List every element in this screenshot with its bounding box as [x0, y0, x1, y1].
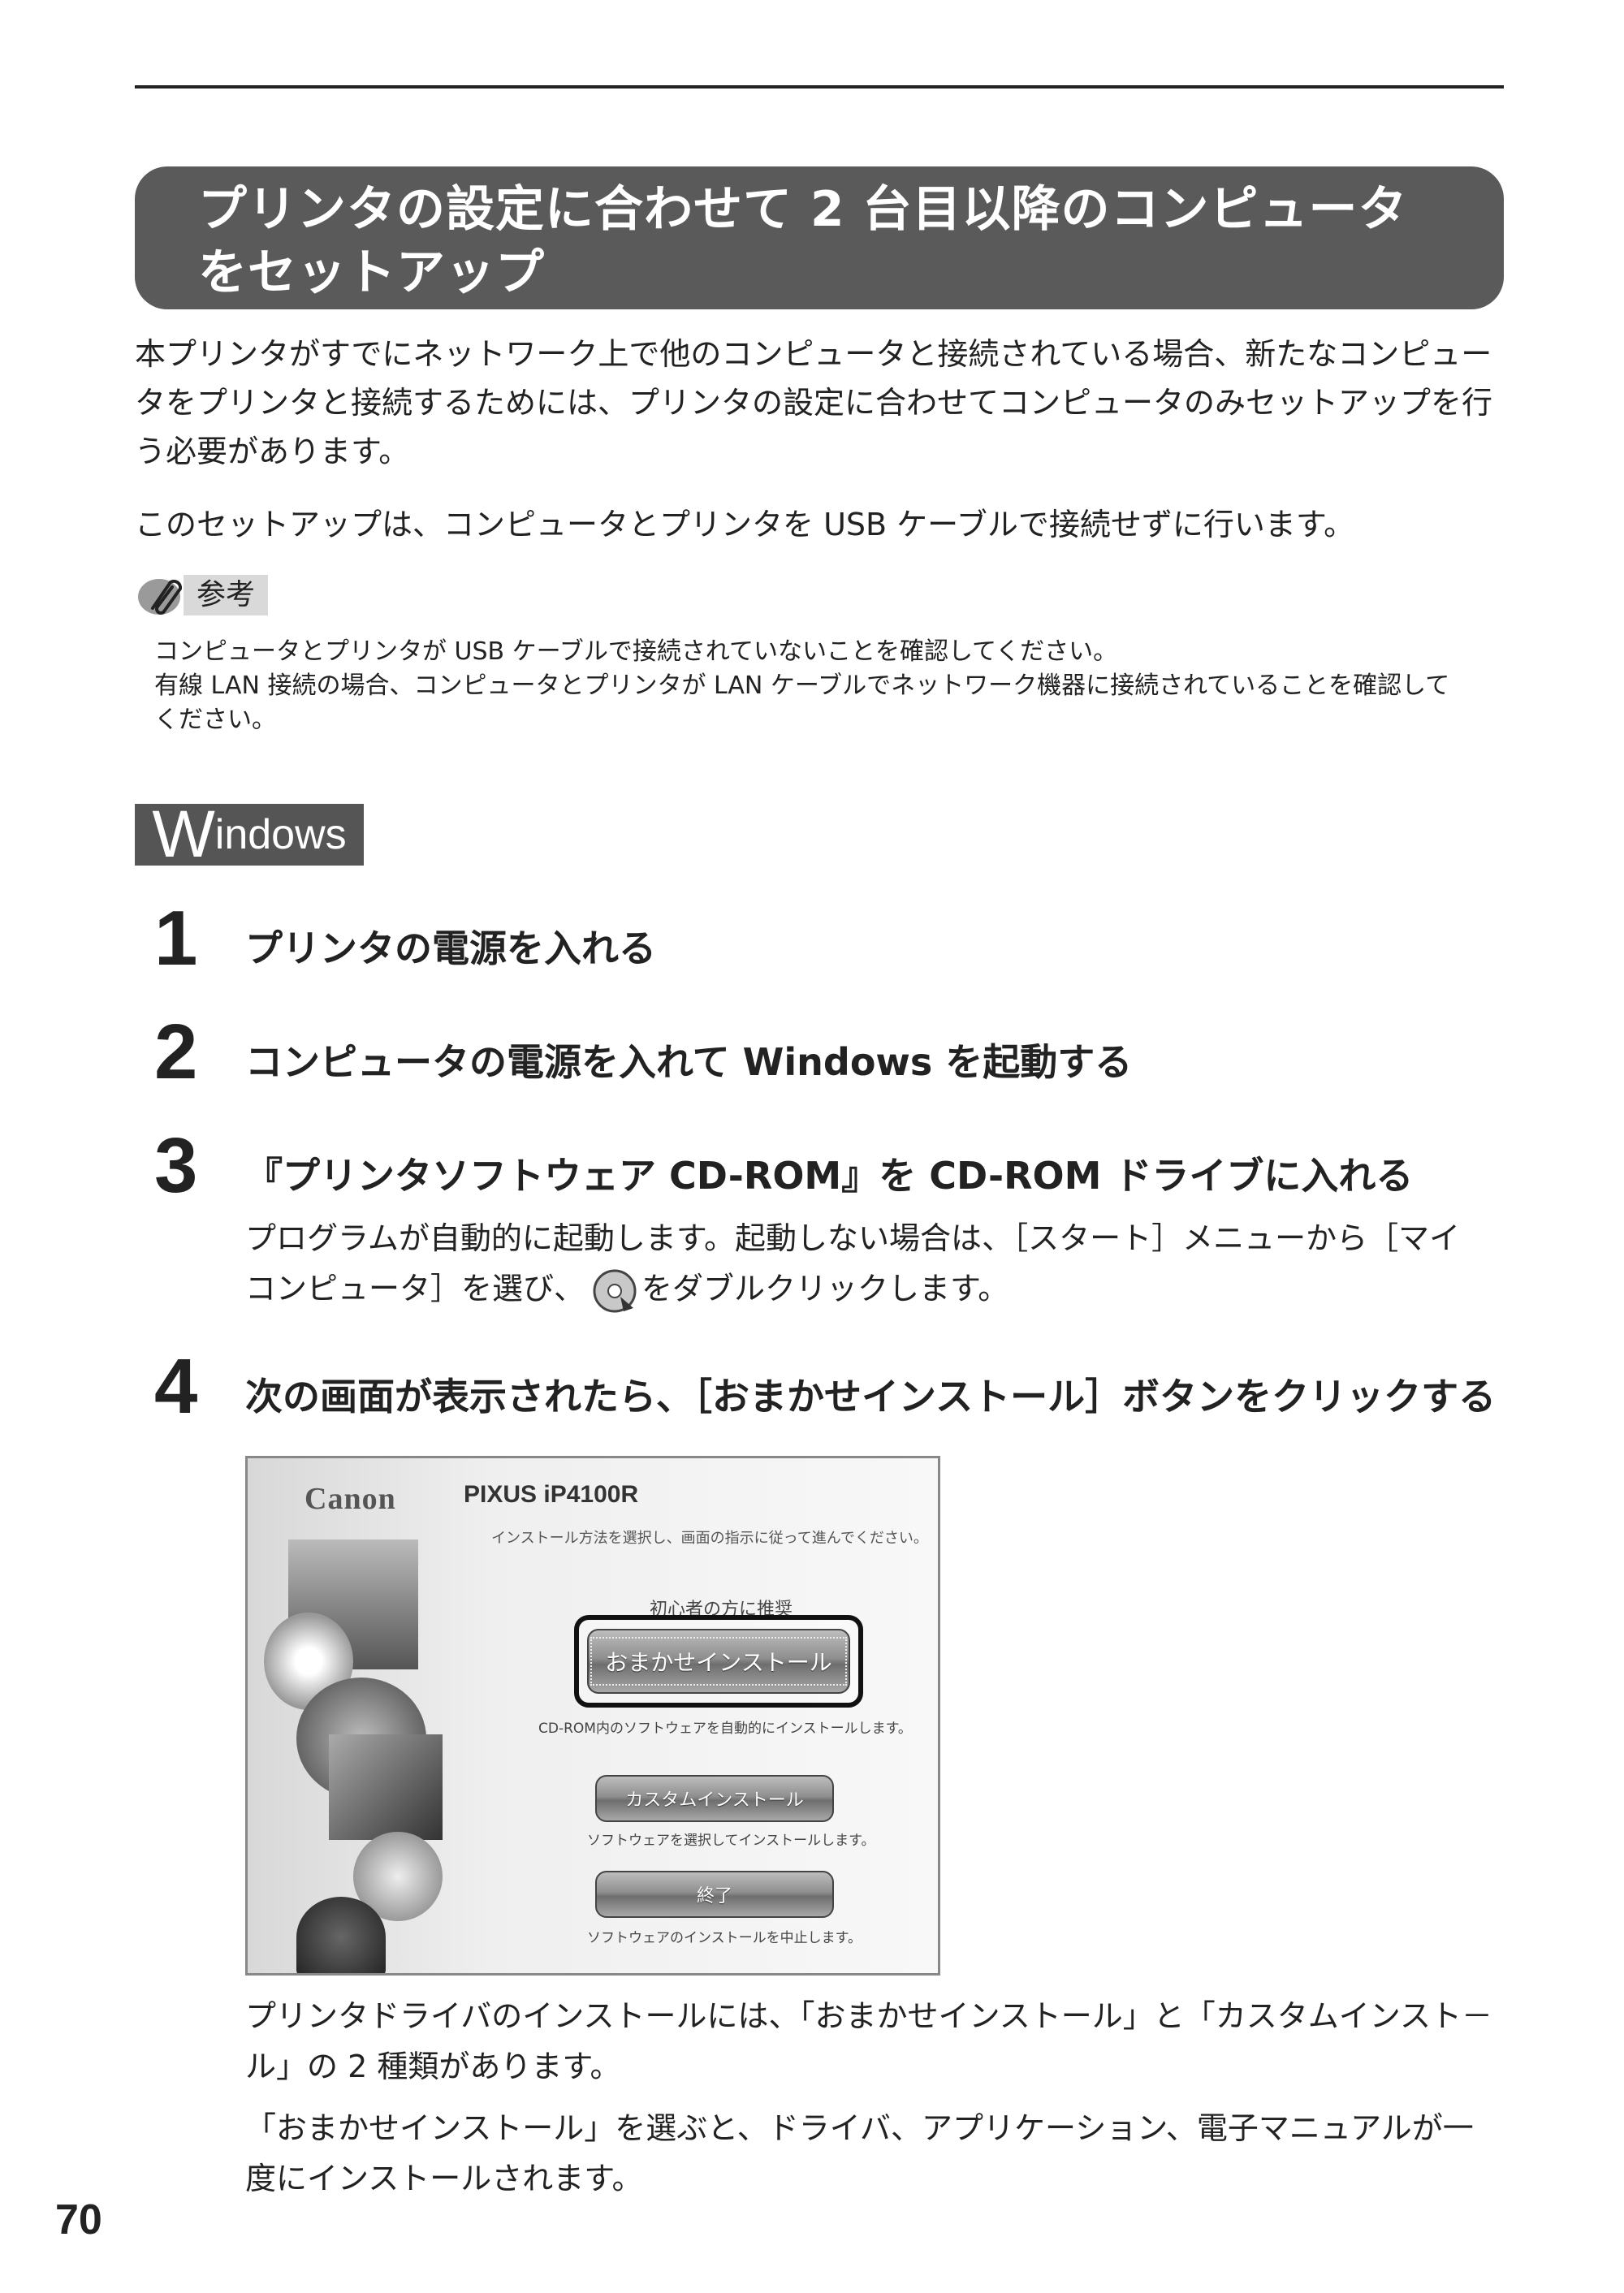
easy-install-label: おまかせインストール [590, 1637, 847, 1686]
windows-badge-rest: indows [214, 811, 347, 858]
note-label-text: 参考 [184, 575, 269, 615]
note-line-3: ください。 [154, 706, 276, 734]
top-rule [135, 85, 1504, 89]
after-paragraph-2: 「おまかせインストール」を選ぶと、ドライバ、アプリケーション、電子マニュアルが一… [245, 2103, 1512, 2204]
note-line-1: コンピュータとプリンタが USB ケーブルで接続されていないことを確認してくださ… [154, 637, 1118, 666]
section-title-line-2: をセットアップ [198, 244, 545, 301]
custom-install-description: ソフトウェアを選択してインストールします。 [587, 1833, 875, 1849]
page-number: 70 [55, 2196, 102, 2243]
photo-dog-image [329, 1734, 443, 1840]
note-body: コンピュータとプリンタが USB ケーブルで接続されていないことを確認してくださ… [154, 635, 1510, 737]
installer-screenshot: Canon PIXUS iP4100R インストール方法を選択し、画面の指示に従… [245, 1456, 940, 1976]
after-paragraph-1: プリンタドライバのインストールには、「おまかせインストール」と「カスタムインスト… [245, 1991, 1512, 2092]
step-3-number: 3 [154, 1122, 198, 1209]
intro-paragraph-usb: このセットアップは、コンピュータとプリンタを USB ケーブルで接続せずに行いま… [135, 507, 1355, 542]
easy-install-description: CD-ROM内のソフトウェアを自動的にインストールします。 [538, 1721, 912, 1737]
note-label: 参考 [135, 572, 269, 618]
intro-paragraph: 本プリンタがすでにネットワーク上で他のコンピュータと接続されている場合、新たなコ… [135, 336, 1493, 469]
step-1-number: 1 [154, 895, 198, 982]
canon-logo: Canon [304, 1482, 396, 1516]
after-paragraph-1-line-2: ル」の 2 種類があります。 [245, 2049, 621, 2084]
custom-install-button[interactable]: カスタムインストール [595, 1775, 834, 1822]
easy-install-button[interactable]: おまかせインストール [587, 1629, 850, 1694]
step-2-title: コンピュータの電源を入れて Windows を起動する [245, 1040, 1133, 1084]
step-3-desc-before-icon: コンピュータ］を選び、 [245, 1271, 585, 1306]
step-2-number: 2 [154, 1008, 198, 1095]
photo-tree-image [296, 1897, 386, 1973]
after-paragraph-1-line-1: プリンタドライバのインストールには、「おまかせインストール」と「カスタムインスト… [245, 1998, 1492, 2034]
windows-badge-initial: W [152, 797, 215, 871]
exit-button[interactable]: 終了 [595, 1871, 834, 1918]
section-title-banner: プリンタの設定に合わせて 2 台目以降のコンピュータ をセットアップ [135, 166, 1504, 309]
cd-drive-icon [593, 1269, 637, 1312]
step-3-description: プログラムが自動的に起動します。起動しない場合は、［スタート］メニューから［マイ… [245, 1213, 1512, 1315]
step-4-number: 4 [154, 1343, 198, 1430]
after-paragraph-2-line-1: 「おまかせインストール」を選ぶと、ドライバ、アプリケーション、電子マニュアルが一 [245, 2110, 1474, 2146]
step-4-title: 次の画面が表示されたら、［おまかせインストール］ボタンをクリックする [245, 1375, 1497, 1419]
installer-model: PIXUS iP4100R [464, 1481, 639, 1508]
note-line-2: 有線 LAN 接続の場合、コンピュータとプリンタが LAN ケーブルでネットワー… [154, 671, 1450, 700]
after-paragraph-2-line-2: 度にインストールされます。 [245, 2161, 643, 2196]
step-1-title: プリンタの電源を入れる [245, 926, 656, 970]
step-3-desc-line-1: プログラムが自動的に起動します。起動しない場合は、［スタート］メニューから［マイ [245, 1220, 1461, 1256]
exit-description: ソフトウェアのインストールを中止します。 [587, 1930, 862, 1946]
installer-instruction: インストール方法を選択し、画面の指示に従って進んでください。 [491, 1530, 928, 1547]
section-title-line-1: プリンタの設定に合わせて 2 台目以降のコンピュータ [198, 181, 1408, 238]
step-3-title: 『プリンタソフトウェア CD-ROM』を CD-ROM ドライブに入れる [245, 1154, 1414, 1198]
paperclip-icon [138, 579, 183, 615]
step-3-desc-line-2: コンピュータ］を選び、 をダブルクリックします。 [245, 1263, 1512, 1315]
step-3-desc-after-icon: をダブルクリックします。 [641, 1271, 1009, 1306]
